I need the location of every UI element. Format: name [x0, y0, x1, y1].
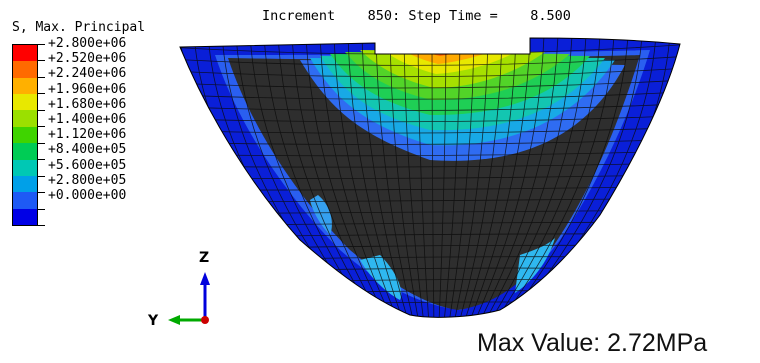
triad-z-label: Z: [199, 250, 209, 266]
legend-label: +8.400e+05: [48, 142, 127, 158]
legend-swatch: [13, 143, 37, 160]
legend-label: +5.600e+05: [48, 157, 127, 173]
legend-label: +2.800e+05: [48, 172, 127, 188]
triad-y-label: Y: [147, 313, 159, 329]
legend-swatch: [13, 77, 37, 95]
legend-label: +0.000e+00: [48, 187, 127, 203]
legend-swatch: [13, 110, 37, 127]
step-time-value: 8.500: [530, 8, 571, 24]
step-time-label: : Step Time =: [392, 8, 498, 24]
legend-label: +2.240e+06: [48, 66, 127, 82]
legend-ticks: [38, 44, 45, 226]
legend-label: +1.400e+06: [48, 111, 127, 127]
legend-swatch: [13, 175, 37, 193]
coordinate-triad: Z Y: [147, 250, 210, 329]
increment-header: Increment 850: Step Time = 8.500: [262, 8, 571, 24]
legend-swatch: [13, 192, 37, 209]
legend-swatch: [13, 208, 37, 225]
contour-legend-bar: [12, 44, 38, 226]
legend-labels: +2.800e+06+2.520e+06+2.240e+06+1.960e+06…: [48, 36, 126, 203]
legend-swatch: [13, 94, 37, 111]
legend-label: +1.960e+06: [48, 81, 127, 97]
legend-swatch: [13, 159, 37, 176]
increment-label: Increment: [262, 8, 336, 24]
legend-label: +2.800e+06: [48, 36, 127, 51]
increment-value: 850: [367, 8, 393, 24]
legend-swatch: [13, 45, 37, 62]
max-value-annotation: Max Value: 2.72MPa: [477, 329, 708, 357]
legend-swatch: [13, 61, 37, 78]
legend-swatch: [13, 126, 37, 144]
legend-label: +2.520e+06: [48, 51, 127, 67]
legend-title: S, Max. Principal: [12, 20, 146, 35]
legend-label: +1.680e+06: [48, 96, 127, 112]
legend-label: +1.120e+06: [48, 127, 127, 143]
